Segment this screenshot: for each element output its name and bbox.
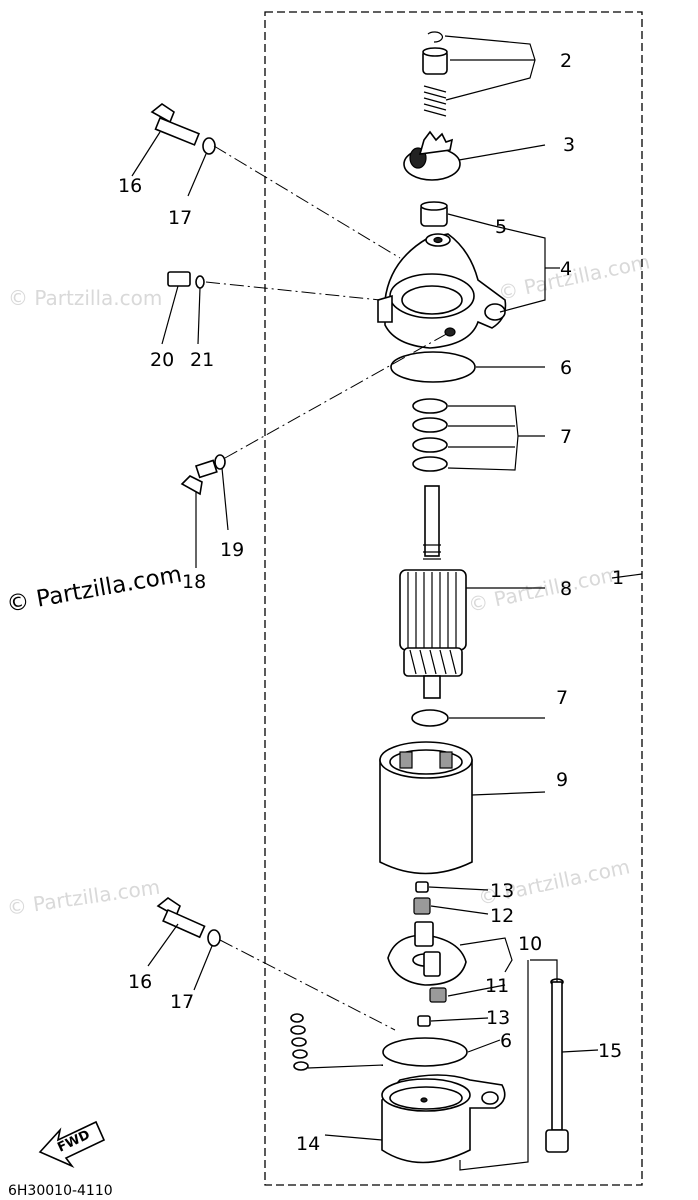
watermark-2: © Partzilla.com bbox=[496, 249, 652, 305]
callout-15: 15 bbox=[598, 1040, 622, 1062]
assembly-boundary bbox=[264, 11, 643, 1186]
callout-numbers: 1 2 3 4 5 6 7 8 7 9 13 12 10 11 13 6 15 … bbox=[118, 50, 624, 1155]
part-7-washer-lower bbox=[411, 709, 545, 727]
part-1-leader bbox=[611, 573, 643, 579]
part-4-upper-cover bbox=[377, 224, 560, 349]
callout-17b: 17 bbox=[170, 991, 194, 1013]
part-8-armature bbox=[399, 485, 545, 699]
callout-8: 8 bbox=[560, 578, 572, 600]
callout-2: 2 bbox=[560, 50, 572, 72]
callout-3: 3 bbox=[563, 134, 575, 156]
watermarks: © Partzilla.com © Partzilla.com © Partzi… bbox=[5, 249, 652, 920]
part-18-19-bolt bbox=[180, 331, 451, 568]
part-5-bushing bbox=[420, 201, 491, 227]
callout-6a: 6 bbox=[560, 357, 572, 379]
part-7-washers-upper bbox=[412, 398, 545, 472]
part-3-pinion-gear bbox=[403, 130, 546, 181]
callout-1: 1 bbox=[612, 567, 624, 589]
part-13-12-brush-parts bbox=[413, 881, 489, 915]
callout-7a: 7 bbox=[560, 426, 572, 448]
small-hardware-stack bbox=[290, 1013, 384, 1071]
callout-18: 18 bbox=[182, 571, 206, 593]
callout-14: 14 bbox=[296, 1133, 320, 1155]
callout-12: 12 bbox=[490, 905, 514, 927]
part-6-o-ring-lower bbox=[382, 1037, 501, 1067]
part-10-brush-holder bbox=[387, 921, 513, 1003]
watermark-3: © Partzilla.com bbox=[466, 561, 622, 617]
callout-20: 20 bbox=[150, 349, 174, 371]
part-16-17-upper-bolt bbox=[131, 103, 401, 259]
part-16-17-lower-bolt bbox=[147, 897, 396, 1031]
part-2-clip-collar-spring bbox=[422, 31, 536, 117]
callout-13a: 13 bbox=[490, 880, 514, 902]
callout-10: 10 bbox=[518, 933, 542, 955]
callout-9: 9 bbox=[556, 769, 568, 791]
callout-21: 21 bbox=[190, 349, 214, 371]
part-20-21-small-bolt bbox=[161, 271, 381, 345]
callout-7b: 7 bbox=[556, 687, 568, 709]
part-15-through-bolt bbox=[530, 959, 599, 1153]
callout-4: 4 bbox=[560, 258, 572, 280]
diagram-code: 6H30010-4110 bbox=[8, 1183, 113, 1199]
watermark-1: © Partzilla.com bbox=[8, 286, 162, 310]
callout-19: 19 bbox=[220, 539, 244, 561]
callout-13b: 13 bbox=[486, 1007, 510, 1029]
watermark-4: © Partzilla.com bbox=[5, 875, 161, 920]
part-13-lower bbox=[417, 1015, 489, 1027]
part-14-lower-cover bbox=[324, 960, 529, 1171]
part-9-yoke bbox=[379, 741, 546, 875]
fwd-arrow-icon: FWD bbox=[38, 1120, 106, 1168]
callout-16a: 16 bbox=[118, 175, 142, 197]
callout-17a: 17 bbox=[168, 207, 192, 229]
callout-11: 11 bbox=[485, 975, 509, 997]
callout-6b: 6 bbox=[500, 1030, 512, 1052]
watermark-main: © Partzilla.com bbox=[5, 561, 184, 617]
callout-16b: 16 bbox=[128, 971, 152, 993]
part-6-o-ring-upper bbox=[390, 351, 545, 383]
callout-5: 5 bbox=[495, 216, 507, 238]
